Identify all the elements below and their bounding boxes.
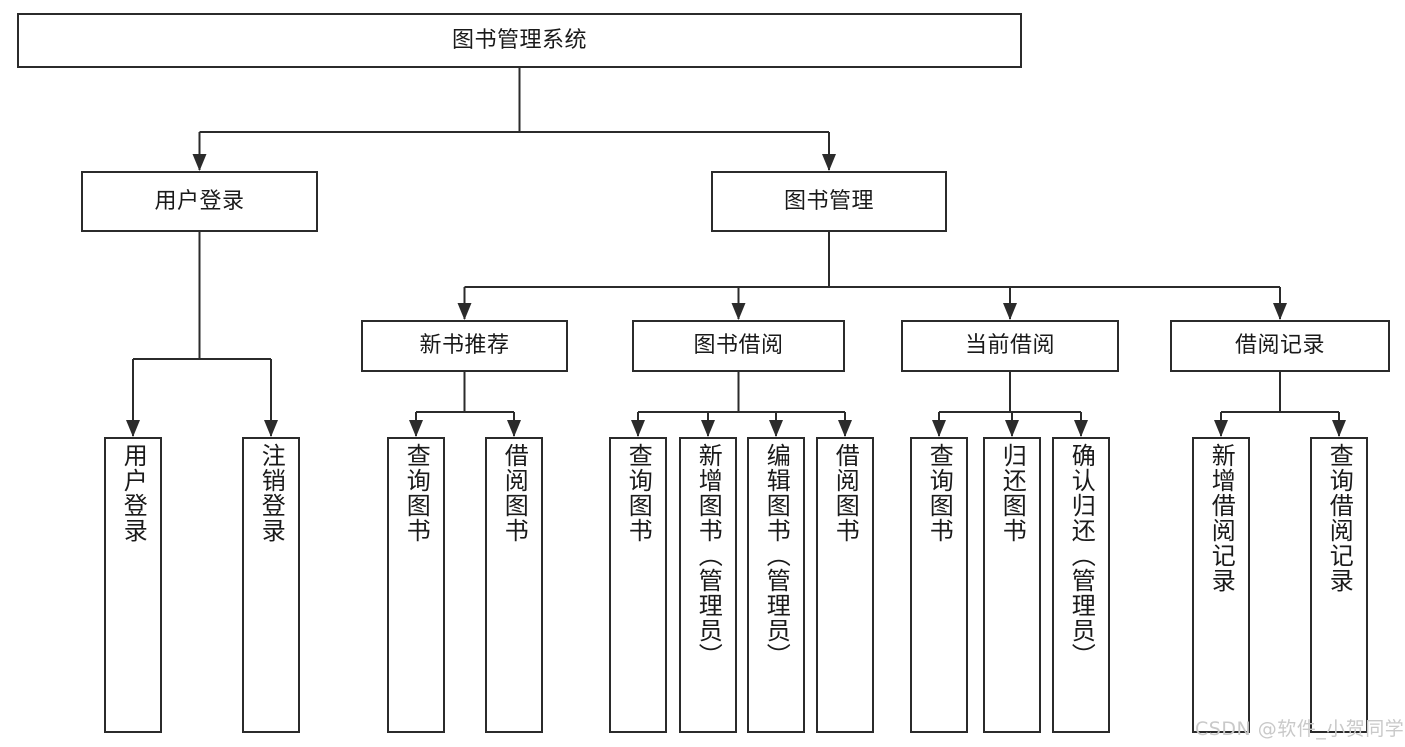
node-label: 确认归还（管理员） [1067,443,1096,668]
node-label: 注销登录 [257,443,286,543]
node-borrow[interactable]: 图书借阅 [632,320,845,372]
node-l-addrec[interactable]: 新增借阅记录 [1192,437,1250,733]
watermark-label: CSDN @软件_小贺同学 [1195,718,1405,740]
node-label: 借阅图书 [831,443,860,543]
node-label: 图书借阅 [693,333,784,359]
node-label: 新书推荐 [419,333,510,359]
node-label: 新增图书（管理员） [694,443,723,668]
node-label: 当前借阅 [964,333,1055,359]
node-l-bbook1[interactable]: 借阅图书 [485,437,543,733]
node-label: 查询图书 [624,443,653,543]
node-l-bbook2[interactable]: 借阅图书 [816,437,874,733]
node-l-qrec[interactable]: 查询借阅记录 [1310,437,1368,733]
node-records[interactable]: 借阅记录 [1170,320,1390,372]
node-current[interactable]: 当前借阅 [901,320,1119,372]
node-l-qbook1[interactable]: 查询图书 [387,437,445,733]
node-bookmgmt[interactable]: 图书管理 [711,171,947,232]
node-label: 编辑图书（管理员） [762,443,791,668]
node-l-qbook3[interactable]: 查询图书 [910,437,968,733]
node-root[interactable]: 图书管理系统 [17,13,1022,68]
node-label: 查询图书 [925,443,954,543]
node-label: 用户登录 [154,188,245,214]
node-label: 归还图书 [998,443,1027,543]
node-l-qbook2[interactable]: 查询图书 [609,437,667,733]
node-label: 借阅图书 [500,443,529,543]
node-label: 用户登录 [119,443,148,543]
node-label: 图书管理 [783,188,874,214]
node-login[interactable]: 用户登录 [81,171,318,232]
node-label: 新增借阅记录 [1207,443,1236,593]
node-l-addbook[interactable]: 新增图书（管理员） [679,437,737,733]
node-l-confirm[interactable]: 确认归还（管理员） [1052,437,1110,733]
node-newbook[interactable]: 新书推荐 [361,320,568,372]
node-l-login[interactable]: 用户登录 [104,437,162,733]
node-l-logout[interactable]: 注销登录 [242,437,300,733]
node-label: 图书管理系统 [451,27,587,53]
node-l-editbook[interactable]: 编辑图书（管理员） [747,437,805,733]
node-label: 查询图书 [402,443,431,543]
node-l-return[interactable]: 归还图书 [983,437,1041,733]
node-label: 查询借阅记录 [1325,443,1354,593]
node-label: 借阅记录 [1234,333,1325,359]
